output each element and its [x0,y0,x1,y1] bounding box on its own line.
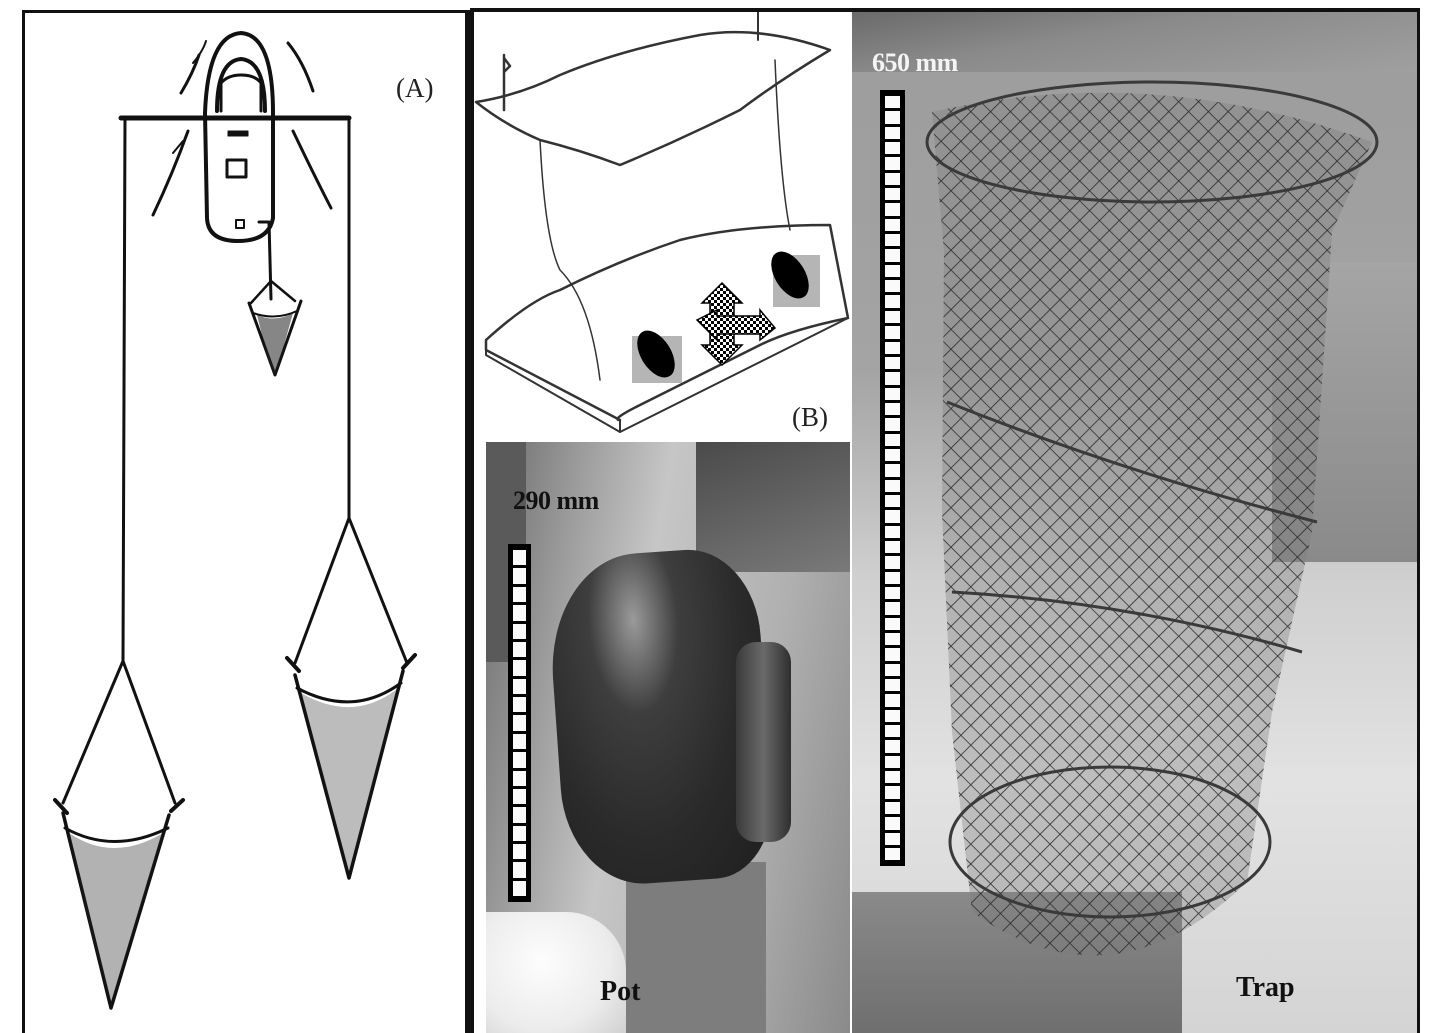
panel-a-label: (A) [396,73,434,103]
scale-bar-segment [885,633,900,646]
scale-bar-segment [885,234,900,247]
scale-bar-segment [513,715,526,731]
scale-bar-segment [885,310,900,324]
scale-bar-segment [885,494,900,508]
scale-bar-segment [513,660,526,676]
scale-bar-segment [885,172,900,186]
scale-bar-segment [885,464,900,477]
panel-a-boat-nets-drawing: (A) [22,10,470,1033]
scale-bar-segment [885,587,900,600]
scale-bar-segment [885,126,900,140]
scale-bar-segment [885,510,900,523]
scale-bar-segment [513,641,526,658]
scale-bar-segment [513,788,526,805]
panel-b-label: (B) [792,402,828,432]
scale-bar-segment [885,433,900,446]
scale-bar-segment [513,770,526,786]
scale-bar-segment [513,752,526,768]
trap-scale-bar [880,90,905,866]
scale-bar-segment [513,568,526,584]
pot-handle [736,642,791,842]
scale-bar-segment [885,602,900,615]
scale-bar-segment [885,740,900,753]
scale-bar-segment [885,218,900,232]
pot-photo-shadow [626,862,766,1033]
scale-bar-segment [885,540,900,554]
scale-bar-segment [885,418,900,431]
scale-bar-segment [885,817,900,830]
scale-bar-segment [885,525,900,538]
scale-bar-segment [513,807,526,823]
scale-bar-segment [513,550,526,566]
scale-bar-segment [885,326,900,339]
scale-bar-segment [885,341,900,354]
scale-bar-segment [885,556,900,569]
scale-bar-segment [513,733,526,750]
scale-bar-segment [885,847,900,861]
scale-bar-segment [885,571,900,584]
scale-bar-segment [885,188,900,201]
scale-bar-segment [885,832,900,845]
scale-bar-segment [885,709,900,723]
scale-bar-segment [885,280,900,293]
scale-bar-segment [885,648,900,661]
scale-bar-segment [513,697,526,713]
scale-bar-segment [885,372,900,385]
panel-b-seabed-diagram: (B) [474,12,852,442]
scale-bar-segment [885,801,900,815]
scale-bar-segment [885,402,900,416]
scale-bar-segment [513,862,526,878]
pot-scale-bar [508,544,531,902]
scale-bar-segment [885,249,900,262]
scale-bar-segment [885,157,900,170]
pot-label: Pot [600,976,641,1007]
scale-bar-segment [513,605,526,621]
pot-photo: 290 mm Pot [486,442,850,1033]
scale-bar-segment [885,264,900,278]
scale-bar-segment [513,844,526,860]
scale-bar-segment [885,679,900,692]
scale-bar-segment [885,725,900,738]
scale-bar-segment [885,755,900,769]
scale-bar-segment [513,825,526,841]
scale-bar-segment [885,663,900,677]
pot-photo-highlight [486,912,626,1033]
scale-bar-segment [513,586,526,603]
trap-label: Trap [1236,972,1295,1003]
scale-bar-segment [885,96,900,109]
scale-bar-segment [885,356,900,370]
panel-b-container: (B) 290 mm Pot [470,8,1420,1033]
pot-photo-background-shadow [696,442,850,572]
scale-bar-segment [885,295,900,308]
trap-scale-text: 650 mm [872,48,958,77]
scale-bar-segment [885,387,900,400]
scale-bar-segment [885,617,900,631]
scale-bar-segment [885,448,900,462]
scale-bar-segment [513,678,526,694]
trap-photo: 650 mm Trap [852,12,1417,1033]
scale-bar-segment [885,142,900,155]
boat-nets-illustration [53,31,417,1010]
pot-scale-text: 290 mm [513,486,599,515]
scale-bar-segment [513,880,526,897]
scale-bar-segment [885,111,900,124]
scale-bar-segment [885,771,900,784]
scale-bar-segment [885,694,900,707]
scale-bar-segment [885,786,900,799]
trap-net-object [925,80,1379,956]
scale-bar-segment [513,623,526,639]
scale-bar-segment [885,479,900,492]
trap-photo-top-shadow [852,12,1417,72]
scale-bar-segment [885,203,900,216]
seabed-pots-illustration [474,12,850,433]
